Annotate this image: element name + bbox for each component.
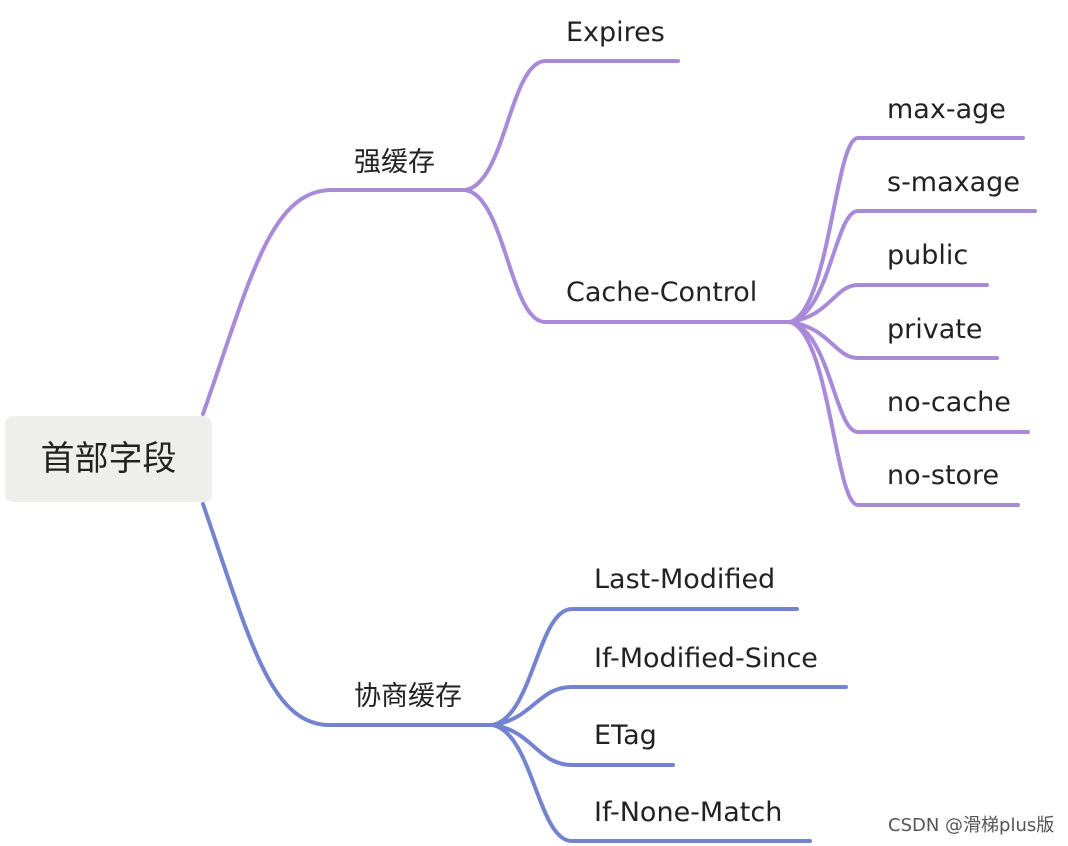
node-last-modified[interactable]: Last-Modified (594, 564, 776, 595)
root-node[interactable]: 首部字段 (5, 416, 212, 502)
negotiate-cache-connectors (201, 502, 848, 843)
link-cache-control-to-public (788, 283, 989, 324)
link-cache-control-to-no-store (788, 320, 1020, 507)
node-strong-cache[interactable]: 强缓存 (354, 147, 435, 178)
node-s-maxage[interactable]: s-maxage (887, 167, 1020, 198)
root-node-label: 首部字段 (40, 439, 177, 479)
node-max-age[interactable]: max-age (887, 94, 1006, 125)
link-cache-control-to-max-age (788, 136, 1025, 324)
link-strong-cache-to-cache-control (463, 188, 792, 324)
node-no-cache[interactable]: no-cache (887, 387, 1011, 418)
watermark-text: CSDN @滑梯plus版 (888, 815, 1055, 836)
node-negotiate-cache[interactable]: 协商缓存 (354, 681, 462, 712)
strong-cache-connectors (201, 59, 1037, 507)
link-root-to-strong-cache (201, 188, 467, 416)
link-strong-cache-to-expires (463, 59, 680, 192)
link-cache-control-to-private (788, 320, 999, 360)
node-public[interactable]: public (887, 240, 969, 271)
node-etag[interactable]: ETag (594, 720, 657, 751)
node-cache-control[interactable]: Cache-Control (566, 277, 758, 308)
node-private[interactable]: private (887, 314, 983, 345)
link-negotiate-cache-to-etag (491, 723, 675, 767)
node-if-modified-since[interactable]: If-Modified-Since (594, 643, 818, 674)
link-negotiate-cache-to-if-none-match (491, 723, 812, 843)
link-root-to-negotiate-cache (201, 502, 495, 727)
link-negotiate-cache-to-if-modified-since (491, 685, 848, 727)
link-negotiate-cache-to-last-modified (491, 607, 799, 727)
node-no-store[interactable]: no-store (887, 460, 1000, 491)
link-cache-control-to-s-maxage (788, 209, 1037, 324)
node-if-none-match[interactable]: If-None-Match (594, 797, 783, 828)
node-expires[interactable]: Expires (566, 17, 665, 48)
link-cache-control-to-no-cache (788, 320, 1030, 434)
